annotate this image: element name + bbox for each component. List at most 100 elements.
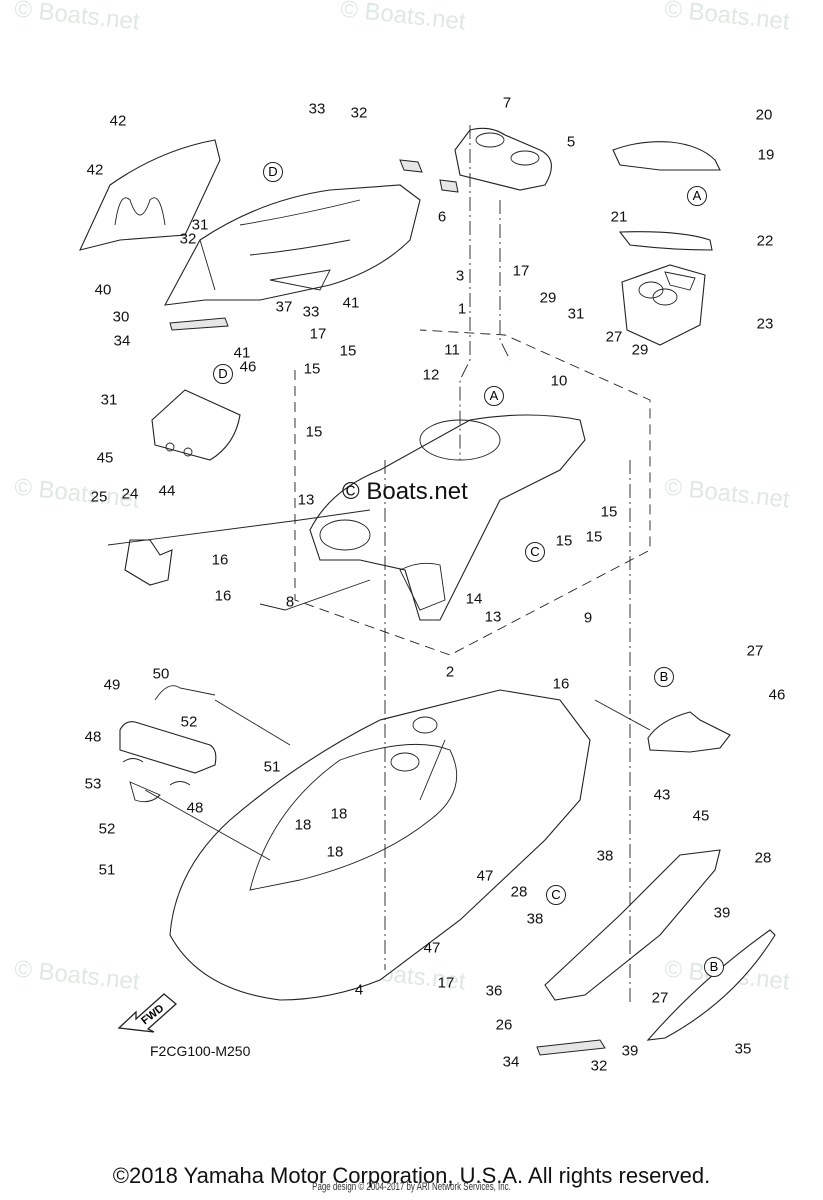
part-cable-50[interactable] bbox=[154, 685, 216, 701]
callout-16[interactable]: 16 bbox=[211, 551, 229, 569]
callout-17[interactable]: 17 bbox=[437, 974, 455, 992]
callout-47[interactable]: 47 bbox=[423, 939, 441, 957]
callout-25[interactable]: 25 bbox=[90, 488, 108, 506]
part-panel-26[interactable] bbox=[544, 849, 721, 1001]
callout-42[interactable]: 42 bbox=[109, 112, 127, 130]
callout-35[interactable]: 35 bbox=[734, 1040, 752, 1058]
callout-1[interactable]: 1 bbox=[457, 300, 467, 318]
callout-2[interactable]: 2 bbox=[445, 663, 455, 681]
callout-47[interactable]: 47 bbox=[476, 867, 494, 885]
callout-48[interactable]: 48 bbox=[186, 799, 204, 817]
callout-13[interactable]: 13 bbox=[297, 491, 315, 509]
callout-13[interactable]: 13 bbox=[484, 608, 502, 626]
callout-46[interactable]: 46 bbox=[239, 358, 257, 376]
callout-18[interactable]: 18 bbox=[330, 805, 348, 823]
callout-31[interactable]: 31 bbox=[191, 216, 209, 234]
callout-9[interactable]: 9 bbox=[583, 609, 593, 627]
callout-42[interactable]: 42 bbox=[86, 161, 104, 179]
callout-27[interactable]: 27 bbox=[605, 328, 623, 346]
callout-8[interactable]: 8 bbox=[285, 593, 295, 611]
part-meter-5[interactable] bbox=[454, 127, 552, 191]
callout-31[interactable]: 31 bbox=[100, 391, 118, 409]
callout-43[interactable]: 43 bbox=[653, 786, 671, 804]
callout-12[interactable]: 12 bbox=[422, 366, 440, 384]
callout-38[interactable]: 38 bbox=[526, 910, 544, 928]
callout-21[interactable]: 21 bbox=[610, 208, 628, 226]
callout-29[interactable]: 29 bbox=[631, 341, 649, 359]
part-console-9[interactable] bbox=[309, 414, 586, 621]
callout-32[interactable]: 32 bbox=[590, 1057, 608, 1075]
callout-33[interactable]: 33 bbox=[302, 303, 320, 321]
callout-37[interactable]: 37 bbox=[275, 298, 293, 316]
part-pads-6[interactable] bbox=[399, 159, 459, 193]
callout-18[interactable]: 18 bbox=[326, 843, 344, 861]
callout-51[interactable]: 51 bbox=[98, 861, 116, 879]
callout-27[interactable]: 27 bbox=[651, 989, 669, 1007]
part-straps-48-53[interactable] bbox=[122, 758, 191, 803]
callout-51[interactable]: 51 bbox=[263, 758, 281, 776]
callout-26[interactable]: 26 bbox=[495, 1016, 513, 1034]
callout-27[interactable]: 27 bbox=[746, 642, 764, 660]
callout-32[interactable]: 32 bbox=[179, 230, 197, 248]
part-lid-19[interactable] bbox=[612, 141, 721, 171]
callout-44[interactable]: 44 bbox=[158, 482, 176, 500]
callout-4[interactable]: 4 bbox=[354, 981, 364, 999]
callout-6[interactable]: 6 bbox=[437, 208, 447, 226]
callout-45[interactable]: 45 bbox=[96, 449, 114, 467]
callout-23[interactable]: 23 bbox=[756, 315, 774, 333]
callout-28[interactable]: 28 bbox=[510, 883, 528, 901]
callout-52[interactable]: 52 bbox=[98, 820, 116, 838]
callout-53[interactable]: 53 bbox=[84, 775, 102, 793]
callout-36[interactable]: 36 bbox=[485, 982, 503, 1000]
callout-15[interactable]: 15 bbox=[305, 423, 323, 441]
callout-10[interactable]: 10 bbox=[550, 372, 568, 390]
callout-11[interactable]: 11 bbox=[444, 341, 460, 359]
callout-18[interactable]: 18 bbox=[294, 816, 312, 834]
callout-45[interactable]: 45 bbox=[692, 807, 710, 825]
callout-15[interactable]: 15 bbox=[555, 532, 573, 550]
callout-31[interactable]: 31 bbox=[567, 305, 585, 323]
callout-16[interactable]: 16 bbox=[214, 587, 232, 605]
callout-41[interactable]: 41 bbox=[342, 294, 360, 312]
callout-17[interactable]: 17 bbox=[309, 325, 327, 343]
part-guard-24[interactable] bbox=[124, 539, 173, 586]
callout-34[interactable]: 34 bbox=[502, 1053, 520, 1071]
callout-14[interactable]: 14 bbox=[465, 590, 483, 608]
callout-39[interactable]: 39 bbox=[713, 904, 731, 922]
callout-15[interactable]: 15 bbox=[339, 342, 357, 360]
callout-20[interactable]: 20 bbox=[755, 106, 773, 124]
callout-15[interactable]: 15 bbox=[600, 503, 618, 521]
part-battery-49[interactable] bbox=[119, 721, 217, 774]
callout-24[interactable]: 24 bbox=[121, 485, 139, 503]
part-panel-35[interactable] bbox=[646, 929, 776, 1041]
callout-5[interactable]: 5 bbox=[566, 133, 576, 151]
part-cushion-22[interactable] bbox=[618, 231, 713, 251]
callout-29[interactable]: 29 bbox=[539, 289, 557, 307]
part-hull-deck[interactable] bbox=[169, 689, 591, 1001]
callout-33[interactable]: 33 bbox=[308, 100, 326, 118]
callout-19[interactable]: 19 bbox=[757, 146, 775, 164]
callout-15[interactable]: 15 bbox=[585, 528, 603, 546]
part-cup-holder-23[interactable] bbox=[621, 264, 706, 346]
callout-41[interactable]: 41 bbox=[233, 344, 251, 362]
callout-34[interactable]: 34 bbox=[113, 332, 131, 350]
callout-46[interactable]: 46 bbox=[768, 686, 786, 704]
part-bracket-43[interactable] bbox=[647, 711, 731, 753]
callout-39[interactable]: 39 bbox=[621, 1042, 639, 1060]
callout-28[interactable]: 28 bbox=[754, 849, 772, 867]
callout-50[interactable]: 50 bbox=[152, 665, 170, 683]
callout-3[interactable]: 3 bbox=[455, 267, 465, 285]
callout-38[interactable]: 38 bbox=[596, 847, 614, 865]
callout-15[interactable]: 15 bbox=[303, 360, 321, 378]
part-pad-34[interactable] bbox=[169, 317, 606, 1056]
callout-16[interactable]: 16 bbox=[552, 675, 570, 693]
callout-52[interactable]: 52 bbox=[180, 713, 198, 731]
callout-32[interactable]: 32 bbox=[350, 104, 368, 122]
part-bracket-44[interactable] bbox=[151, 389, 241, 461]
callout-7[interactable]: 7 bbox=[502, 94, 512, 112]
callout-48[interactable]: 48 bbox=[84, 728, 102, 746]
part-front-cover-30[interactable] bbox=[164, 184, 421, 306]
callout-40[interactable]: 40 bbox=[94, 281, 112, 299]
callout-17[interactable]: 17 bbox=[512, 262, 530, 280]
callout-30[interactable]: 30 bbox=[112, 308, 130, 326]
